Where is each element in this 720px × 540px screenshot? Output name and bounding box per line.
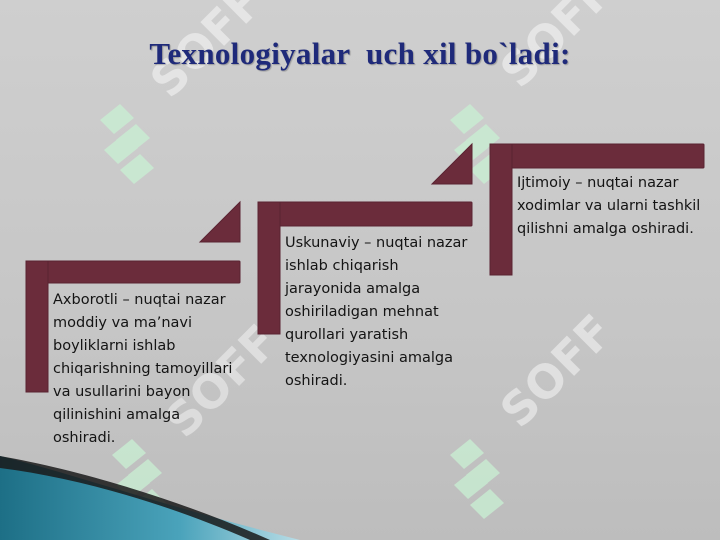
step-2-left-bar [257, 201, 281, 335]
step-1-top-bar [25, 260, 241, 284]
step-1-arrow [198, 200, 241, 243]
block-lead: Axborotli [53, 292, 118, 308]
block-ijtimoiy: Ijtimoiy – nuqtai nazar xodimlar va ular… [517, 172, 702, 241]
block-body: nuqtai nazar xodimlar va ularni tashkil … [517, 175, 701, 237]
block-body: nuqtai nazar ishlab chiqarish jarayonida… [285, 235, 468, 389]
block-body: – nuqtai nazar moddiy va ma’navi boylikl… [53, 292, 233, 446]
swoosh-dark [0, 456, 270, 540]
block-axborotli: Axborotli – nuqtai nazar moddiy va ma’na… [53, 289, 233, 450]
block-lead: Uskunaviy – [285, 235, 377, 251]
step-3-top-bar [489, 143, 705, 169]
step-2-arrow [430, 142, 473, 185]
step-1-left-bar [25, 260, 49, 393]
step-2-top-bar [257, 201, 473, 227]
block-uskunaviy: Uskunaviy – nuqtai nazar ishlab chiqaris… [285, 232, 470, 393]
block-lead: Ijtimoiy – [517, 175, 588, 191]
step-3-left-bar [489, 143, 513, 276]
slide-title: Texnologiyalar uch xil bo`ladi: [149, 36, 571, 71]
